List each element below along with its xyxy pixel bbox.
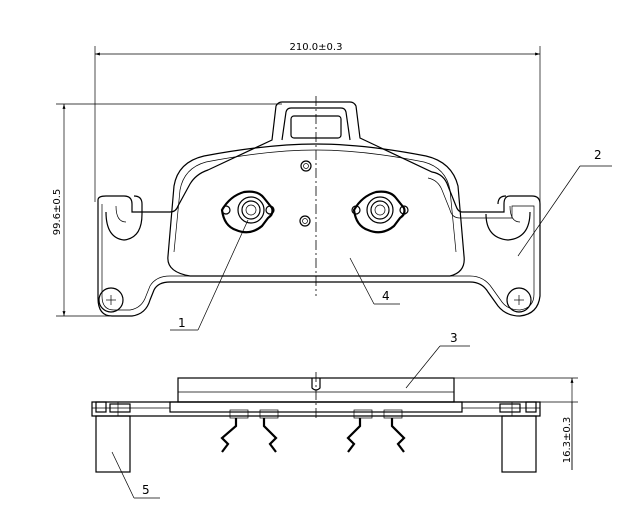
spring-clip-left [220,190,275,234]
callout-5: 5 [142,483,150,497]
friction-material [167,143,465,277]
side-spring-right [346,418,362,453]
left-ear-slot [105,195,143,241]
top-tab [281,107,351,141]
side-spring-left [220,418,238,453]
left-leg [95,415,131,473]
top-view: 210.0±0.3 99.6±0.5 [52,42,541,317]
right-mount-hole [506,287,532,313]
callouts: 1 2 3 4 5 [111,148,612,499]
side-view: 16.3±0.3 [91,372,578,473]
callout-4: 4 [382,289,390,303]
spring-clip-right [351,190,409,234]
left-mount-hole [98,287,124,313]
right-leg [501,415,537,473]
callout-1: 1 [178,316,186,330]
backing-plate-outline [97,101,541,317]
thickness-dimension: 16.3±0.3 [562,417,573,464]
friction-material-inner [173,149,457,253]
height-dimension: 99.6±0.5 [52,189,63,236]
backing-plate-inner-edge [101,177,535,311]
callout-2: 2 [594,148,602,162]
width-dimension: 210.0±0.3 [290,42,343,53]
callout-3: 3 [450,331,458,345]
right-ear-slot [485,195,531,241]
